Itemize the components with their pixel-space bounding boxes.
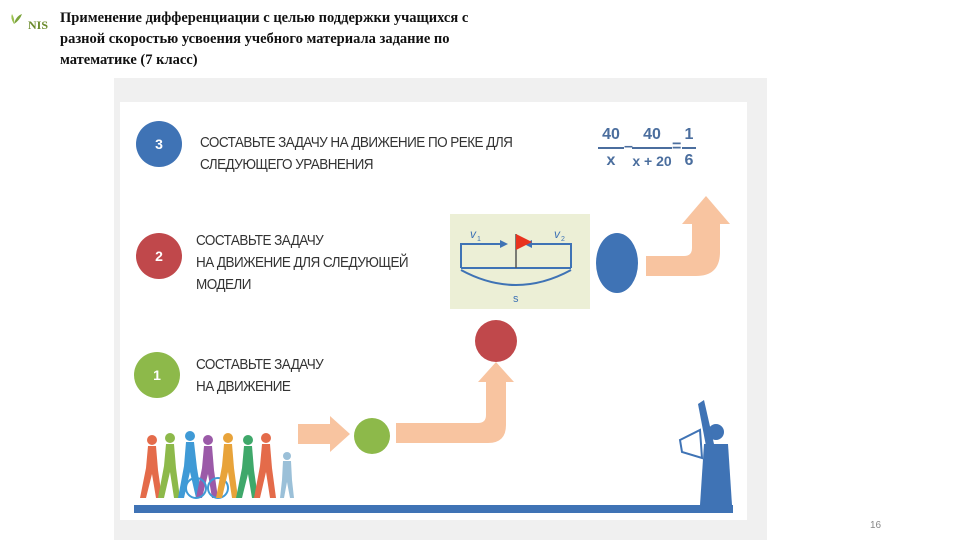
- v1-label: v: [470, 227, 477, 241]
- s-label: s: [513, 293, 519, 305]
- task-3-text: СОСТАВЬТЕ ЗАДАЧУ НА ДВИЖЕНИЕ ПО РЕКЕ ДЛЯ…: [200, 134, 513, 173]
- blue-oval: [596, 233, 638, 293]
- logo-text: NIS: [28, 18, 49, 32]
- fraction-3: 1 6: [682, 126, 696, 170]
- ground-bar: [134, 505, 733, 513]
- page-title: Применение дифференциации с целью поддер…: [60, 10, 469, 68]
- flag-icon: [516, 234, 532, 250]
- step-1-circle: 1: [134, 352, 180, 398]
- v2-arrow: [532, 243, 572, 268]
- page-number: 16: [870, 520, 882, 531]
- task-1-text: СОСТАВЬТЕ ЗАДАЧУ НА ДВИЖЕНИЕ: [196, 356, 324, 395]
- equals-sign: =: [672, 138, 682, 155]
- fraction-1: 40 x: [598, 126, 624, 170]
- arrow-up-icon: [396, 362, 514, 443]
- v2-sub: 2: [561, 236, 565, 243]
- megaphone-person-illustration: [678, 400, 732, 505]
- model-diagram: [450, 214, 590, 309]
- nis-logo: NIS: [8, 10, 48, 34]
- arrow-up-icon: [646, 196, 730, 276]
- runners-illustration: [140, 431, 294, 499]
- minus-sign: –: [624, 138, 633, 155]
- arrow-right-icon: [298, 416, 350, 452]
- v1-arrow: [460, 243, 500, 268]
- step-2-circle: 2: [136, 233, 182, 279]
- green-circle: [354, 418, 390, 454]
- distance-arc: [460, 269, 572, 286]
- task-2-text: СОСТАВЬТЕ ЗАДАЧУ НА ДВИЖЕНИЕ ДЛЯ СЛЕДУЮЩ…: [196, 232, 409, 293]
- fraction-2: 40 x + 20: [632, 126, 672, 169]
- leaf-icon: [11, 14, 22, 24]
- red-circle: [475, 320, 517, 362]
- arrowhead-icon: [500, 240, 508, 248]
- v2-label: v: [554, 227, 561, 241]
- step-3-circle: 3: [136, 121, 182, 167]
- v1-sub: 1: [477, 236, 481, 243]
